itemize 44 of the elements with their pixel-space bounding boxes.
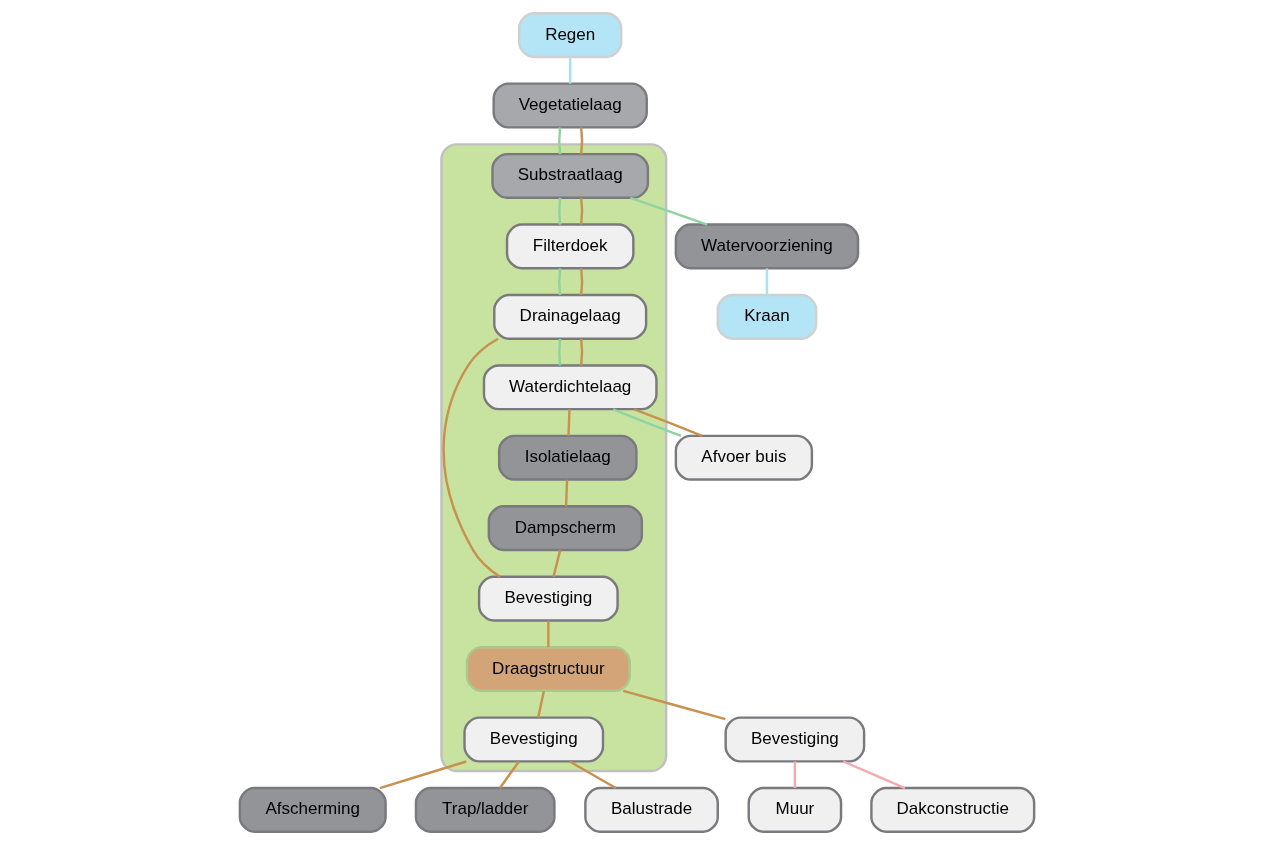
connector	[498, 760, 520, 789]
node-box: Dampscherm	[487, 505, 643, 552]
node-box: Balustrade	[583, 786, 719, 833]
node-box: Draagstructuur	[465, 645, 631, 693]
node-box: Filterdoek	[505, 223, 635, 270]
node-box: Kraan	[716, 293, 817, 340]
connector	[536, 690, 545, 718]
connector	[566, 409, 571, 436]
connector	[568, 57, 571, 84]
connector	[546, 620, 550, 648]
connector	[557, 268, 561, 296]
connector	[441, 337, 501, 578]
connector	[793, 761, 796, 789]
connector	[557, 197, 561, 225]
connector	[633, 408, 703, 437]
node-box: Bevestiging	[477, 575, 619, 622]
node-box: Drainagelaag	[492, 293, 647, 340]
connector	[551, 549, 561, 578]
node-box: Bevestiging	[723, 716, 865, 763]
node-box: Bevestiging	[462, 716, 604, 763]
connector	[612, 408, 681, 437]
connector	[579, 338, 583, 366]
node-box: Trap/ladder	[414, 786, 556, 833]
node-box: Vegetatielaag	[491, 82, 648, 129]
connector	[579, 127, 583, 155]
node-box: Isolatielaag	[497, 434, 638, 481]
connector	[622, 689, 726, 721]
connector	[629, 196, 708, 226]
node-box: Dakconstructie	[869, 786, 1035, 833]
connector	[564, 479, 568, 507]
node-box: Waterdichtelaag	[482, 364, 658, 411]
connector	[557, 127, 561, 155]
node-box: Substraatlaag	[490, 152, 649, 200]
node-box: Watervoorziening	[674, 223, 859, 270]
node-box: Afvoer buis	[674, 434, 813, 481]
connector	[557, 338, 561, 366]
node-box: Muur	[747, 786, 842, 833]
connector	[765, 268, 768, 295]
node-box: Afscherming	[238, 786, 387, 833]
connector	[579, 268, 583, 296]
connector	[842, 760, 905, 790]
connector	[579, 197, 583, 225]
node-box: Regen	[517, 12, 622, 59]
connector	[378, 760, 467, 790]
